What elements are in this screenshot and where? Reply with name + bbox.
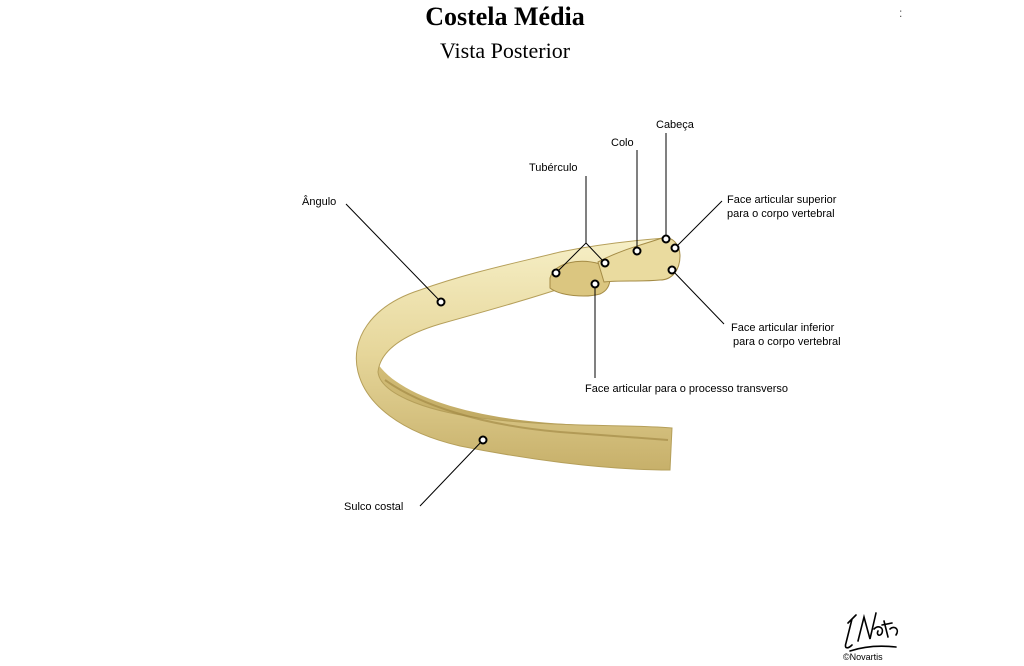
copyright-text: ©Novartis	[843, 652, 883, 662]
label-face-superior-line1: Face articular superior	[727, 194, 837, 206]
page-title: Costela Média	[425, 2, 585, 31]
rib-shaft	[355, 237, 679, 471]
leader-face-inferior	[671, 269, 725, 325]
label-face-superior: Face articular superior para o corpo ver…	[727, 193, 836, 221]
label-cabeca-text: Cabeça	[656, 119, 694, 131]
edge-mark: :	[899, 6, 903, 20]
point-colo	[632, 246, 642, 256]
label-colo-text: Colo	[611, 137, 634, 149]
leader-sulco	[419, 439, 484, 507]
artist-signature	[844, 612, 899, 652]
leader-angulo	[345, 203, 442, 303]
point-face-transverso	[590, 279, 600, 289]
leader-tuberculo-left	[555, 242, 587, 274]
leader-tuberculo-right	[585, 242, 606, 264]
label-colo: Colo	[611, 136, 634, 150]
label-face-transverso: Face articular para o processo transvers…	[585, 382, 788, 396]
label-face-transverso-text: Face articular para o processo transvers…	[585, 383, 788, 395]
label-sulco-text: Sulco costal	[344, 501, 404, 513]
label-angulo-text: Ângulo	[302, 196, 337, 208]
label-tuberculo: Tubérculo	[529, 161, 578, 175]
label-face-inferior-line1: Face articular inferior	[731, 322, 835, 334]
label-face-superior-line2: para o corpo vertebral	[727, 208, 835, 220]
costal-groove	[384, 379, 669, 441]
label-cabeca: Cabeça	[656, 118, 694, 132]
point-tuberculo-2	[600, 258, 610, 268]
point-face-inferior	[667, 265, 677, 275]
page-subtitle: Vista Posterior	[439, 38, 571, 63]
leader-face-superior	[674, 200, 723, 249]
point-angulo	[436, 297, 446, 307]
label-face-inferior-line2: para o corpo vertebral	[733, 336, 841, 348]
label-sulco: Sulco costal	[344, 500, 403, 514]
label-tuberculo-text: Tubérculo	[529, 162, 578, 174]
rib-neck-head	[597, 237, 681, 283]
label-face-inferior: Face articular inferior para o corpo ver…	[731, 321, 841, 349]
label-angulo: Ângulo	[302, 195, 336, 209]
point-tuberculo-1	[551, 268, 561, 278]
point-face-superior	[670, 243, 680, 253]
point-cabeca	[661, 234, 671, 244]
point-sulco	[478, 435, 488, 445]
